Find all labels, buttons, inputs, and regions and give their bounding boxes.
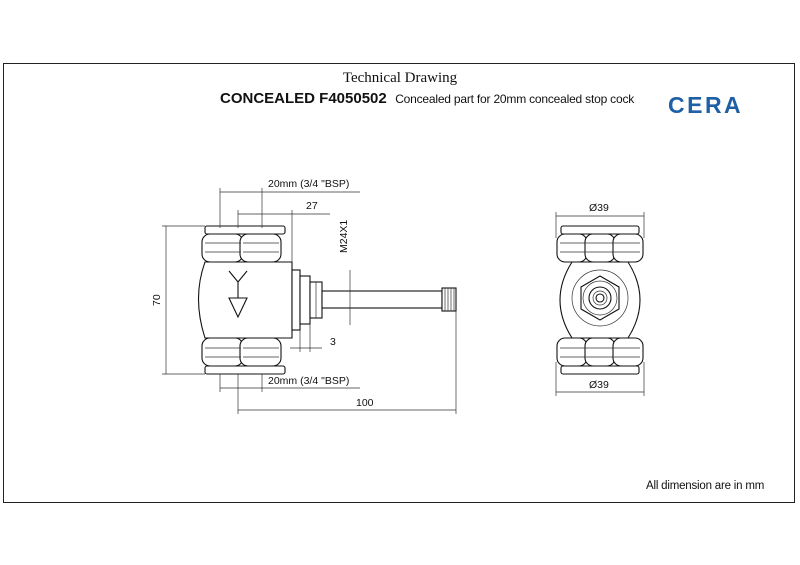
bonnet-circle xyxy=(571,269,629,327)
dim-height-label: 70 xyxy=(151,294,163,306)
front-bottom-fitting xyxy=(556,337,644,375)
cera-logo: CERA xyxy=(668,92,744,118)
dim-top-thread-label: 20mm (3/4 "BSP) xyxy=(268,178,349,190)
flow-arrow-icon xyxy=(228,270,248,319)
top-fitting xyxy=(201,225,286,263)
dim-depth: 27 xyxy=(237,200,330,262)
model-number: CONCEALED F4050502 xyxy=(220,90,387,107)
dim-offset-label: 3 xyxy=(330,336,336,348)
front-top-fitting xyxy=(556,225,644,263)
dim-top-thread: 20mm (3/4 "BSP) xyxy=(219,178,360,228)
drawing-subtitle: CONCEALED F4050502 Concealed part for 20… xyxy=(220,90,634,108)
units-note: All dimension are in mm xyxy=(646,480,765,492)
bonnet xyxy=(299,275,311,325)
flange xyxy=(291,269,301,331)
dim-diameter-bottom-label: Ø39 xyxy=(589,379,609,391)
dim-offset: 3 xyxy=(290,324,336,352)
front-view: Ø39 Ø39 xyxy=(555,202,645,396)
dim-depth-label: 27 xyxy=(306,200,318,212)
side-view: 20mm (3/4 "BSP) 27 M24X1 70 3 xyxy=(151,178,457,414)
dim-height: 70 xyxy=(151,225,205,375)
dim-bottom-thread: 20mm (3/4 "BSP) xyxy=(219,374,360,392)
drawing-title: Technical Drawing xyxy=(342,70,458,86)
spindle xyxy=(321,290,443,309)
product-description: Concealed part for 20mm concealed stop c… xyxy=(395,92,635,106)
dim-length: 100 xyxy=(237,311,457,414)
spindle-end xyxy=(588,286,612,310)
dim-length-label: 100 xyxy=(356,397,374,409)
drawing-frame xyxy=(3,63,795,503)
dim-diameter-top-label: Ø39 xyxy=(589,202,609,214)
bottom-fitting xyxy=(201,337,286,375)
dim-bottom-thread-label: 20mm (3/4 "BSP) xyxy=(268,375,349,387)
dim-diameter-top: Ø39 xyxy=(555,202,645,238)
spindle-spline xyxy=(441,287,457,312)
dim-diameter-bottom: Ø39 xyxy=(555,362,645,396)
dim-spindle-thread: M24X1 xyxy=(338,220,351,325)
dim-spindle-thread-label: M24X1 xyxy=(338,220,350,253)
